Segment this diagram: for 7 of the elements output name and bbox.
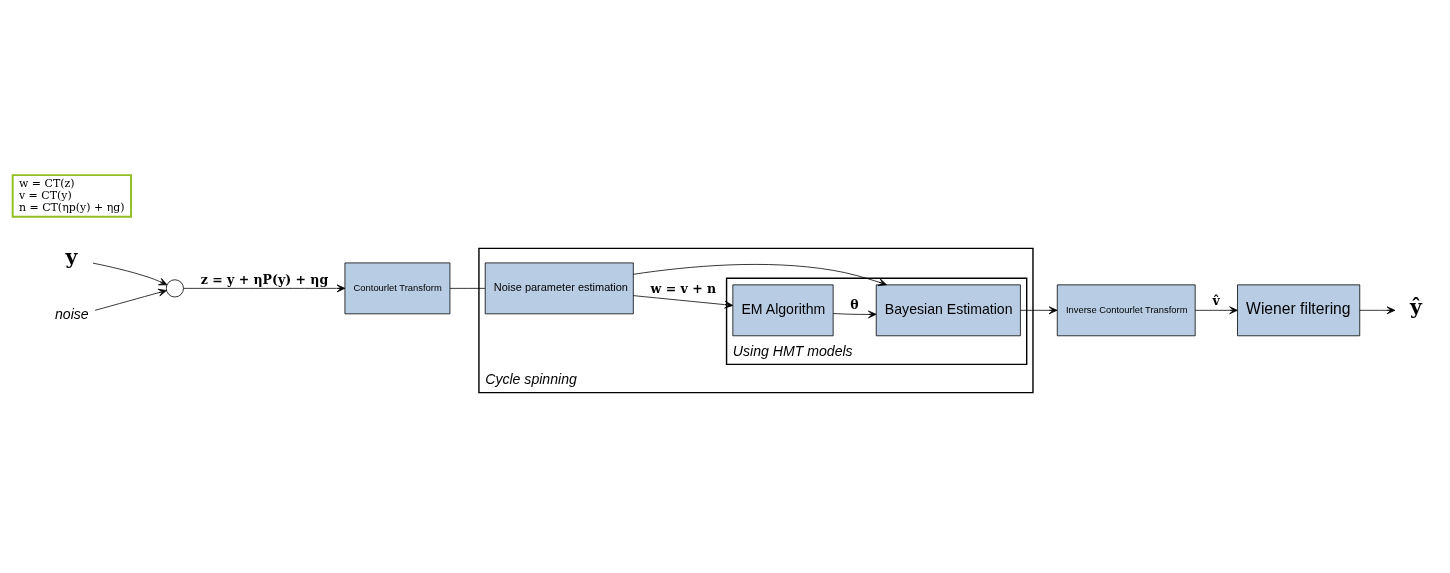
node-text: noise: [54, 305, 89, 322]
edge-label: z = y + ηP(y) + ηg: [200, 271, 329, 287]
edge-label: w = v + n: [650, 280, 717, 296]
node-text: ŷ: [1409, 294, 1422, 319]
edge-label: v̂: [1212, 292, 1220, 308]
node-text: y: [65, 244, 78, 269]
edge-label: θ: [850, 296, 859, 312]
